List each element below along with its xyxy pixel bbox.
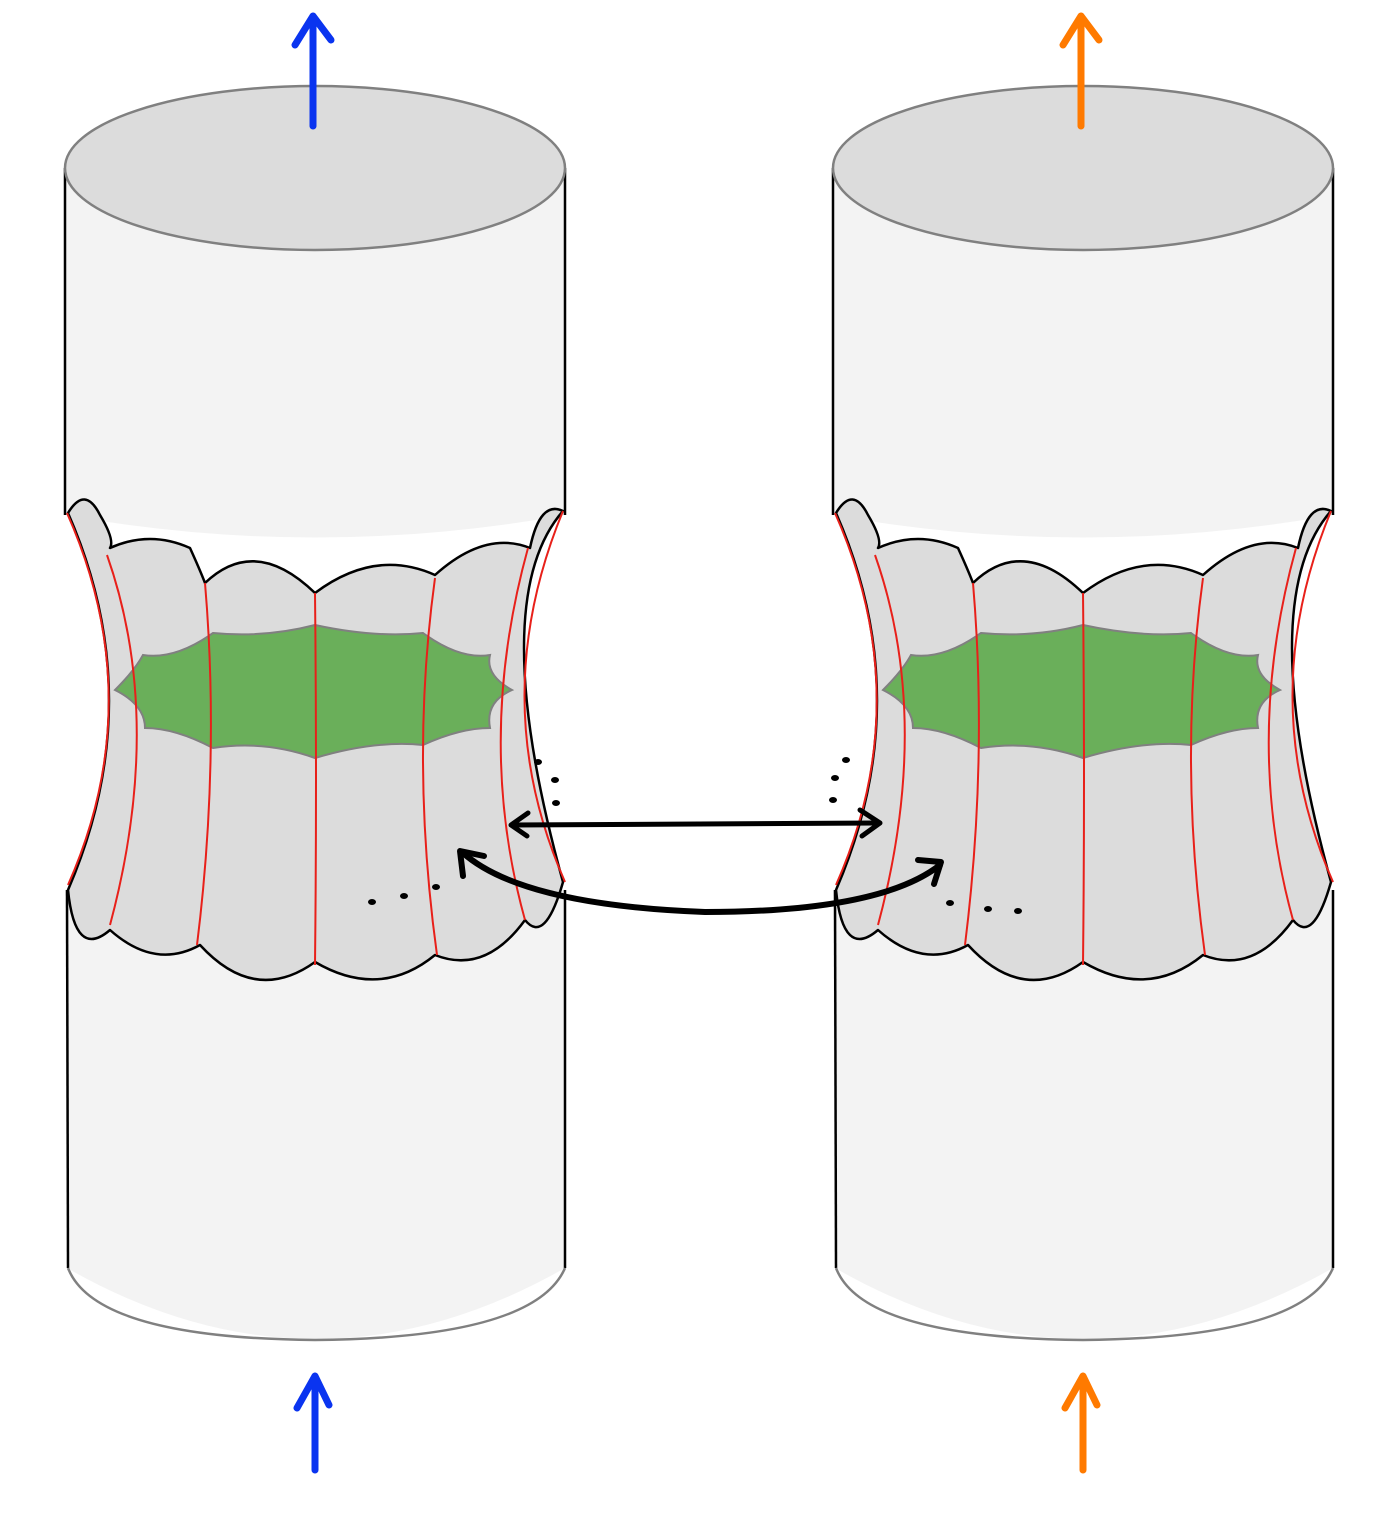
red-curve xyxy=(106,554,138,926)
upper-cylinder-body xyxy=(65,168,565,538)
ellipsis-dot xyxy=(400,893,408,899)
red-curve xyxy=(422,577,438,956)
arrow-head xyxy=(293,1372,333,1412)
red-curve xyxy=(834,512,878,886)
arrow-shaft xyxy=(509,820,881,828)
ellipsis-dot xyxy=(829,797,837,803)
left-cylinder xyxy=(63,12,567,1474)
lower-cylinder-body xyxy=(833,870,1333,1339)
arrow-shaft xyxy=(459,849,943,916)
red-curve xyxy=(1082,592,1085,966)
green-cross-section xyxy=(113,623,515,760)
red-curve xyxy=(499,547,529,921)
top-up-arrow xyxy=(291,12,335,130)
ellipsis-dot xyxy=(946,900,954,906)
ellipsis-dot xyxy=(551,777,559,783)
arrow-head xyxy=(1059,12,1103,49)
bottom-up-arrow xyxy=(1061,1372,1101,1474)
green-cross-section xyxy=(881,623,1283,760)
ellipsis-dot xyxy=(368,899,376,905)
red-curve xyxy=(196,582,212,946)
lower-left-edge xyxy=(833,889,838,1269)
arrow-head-right xyxy=(915,857,944,887)
ellipsis-dot xyxy=(432,884,440,890)
red-curve xyxy=(1267,547,1297,921)
straight-double-arrow xyxy=(508,807,883,839)
lower-cylinder-body xyxy=(65,870,565,1339)
red-curve xyxy=(1190,577,1206,956)
ellipsis-dot xyxy=(534,759,542,765)
red-curve xyxy=(523,510,566,883)
ellipsis-dot xyxy=(984,906,992,912)
bottom-rim xyxy=(834,1267,1335,1342)
upper-cylinder-body xyxy=(833,168,1333,538)
red-curve xyxy=(874,554,906,926)
red-curve xyxy=(1291,510,1334,883)
arrow-head-left xyxy=(508,810,531,839)
red-curve xyxy=(964,582,980,946)
top-up-arrow xyxy=(1059,12,1103,130)
ellipsis-dot xyxy=(831,775,839,781)
connections xyxy=(368,757,1022,916)
cylinders xyxy=(63,12,1335,1474)
curved-double-arrow xyxy=(457,848,944,916)
arrow-head-right xyxy=(857,807,883,839)
bottom-rim xyxy=(66,1267,567,1342)
red-curve xyxy=(66,512,110,886)
bottom-up-arrow xyxy=(293,1372,333,1474)
right-cylinder xyxy=(831,12,1335,1474)
arrow-head xyxy=(291,12,335,49)
red-curve xyxy=(314,592,317,966)
arrow-head xyxy=(1061,1372,1101,1412)
ellipsis-dot xyxy=(1014,908,1022,914)
lower-left-edge xyxy=(65,889,70,1269)
ellipsis-dot xyxy=(552,800,560,806)
ellipsis-dot xyxy=(842,757,850,763)
ellipsis-dots xyxy=(368,757,1022,914)
arrow-head-left xyxy=(457,848,487,879)
